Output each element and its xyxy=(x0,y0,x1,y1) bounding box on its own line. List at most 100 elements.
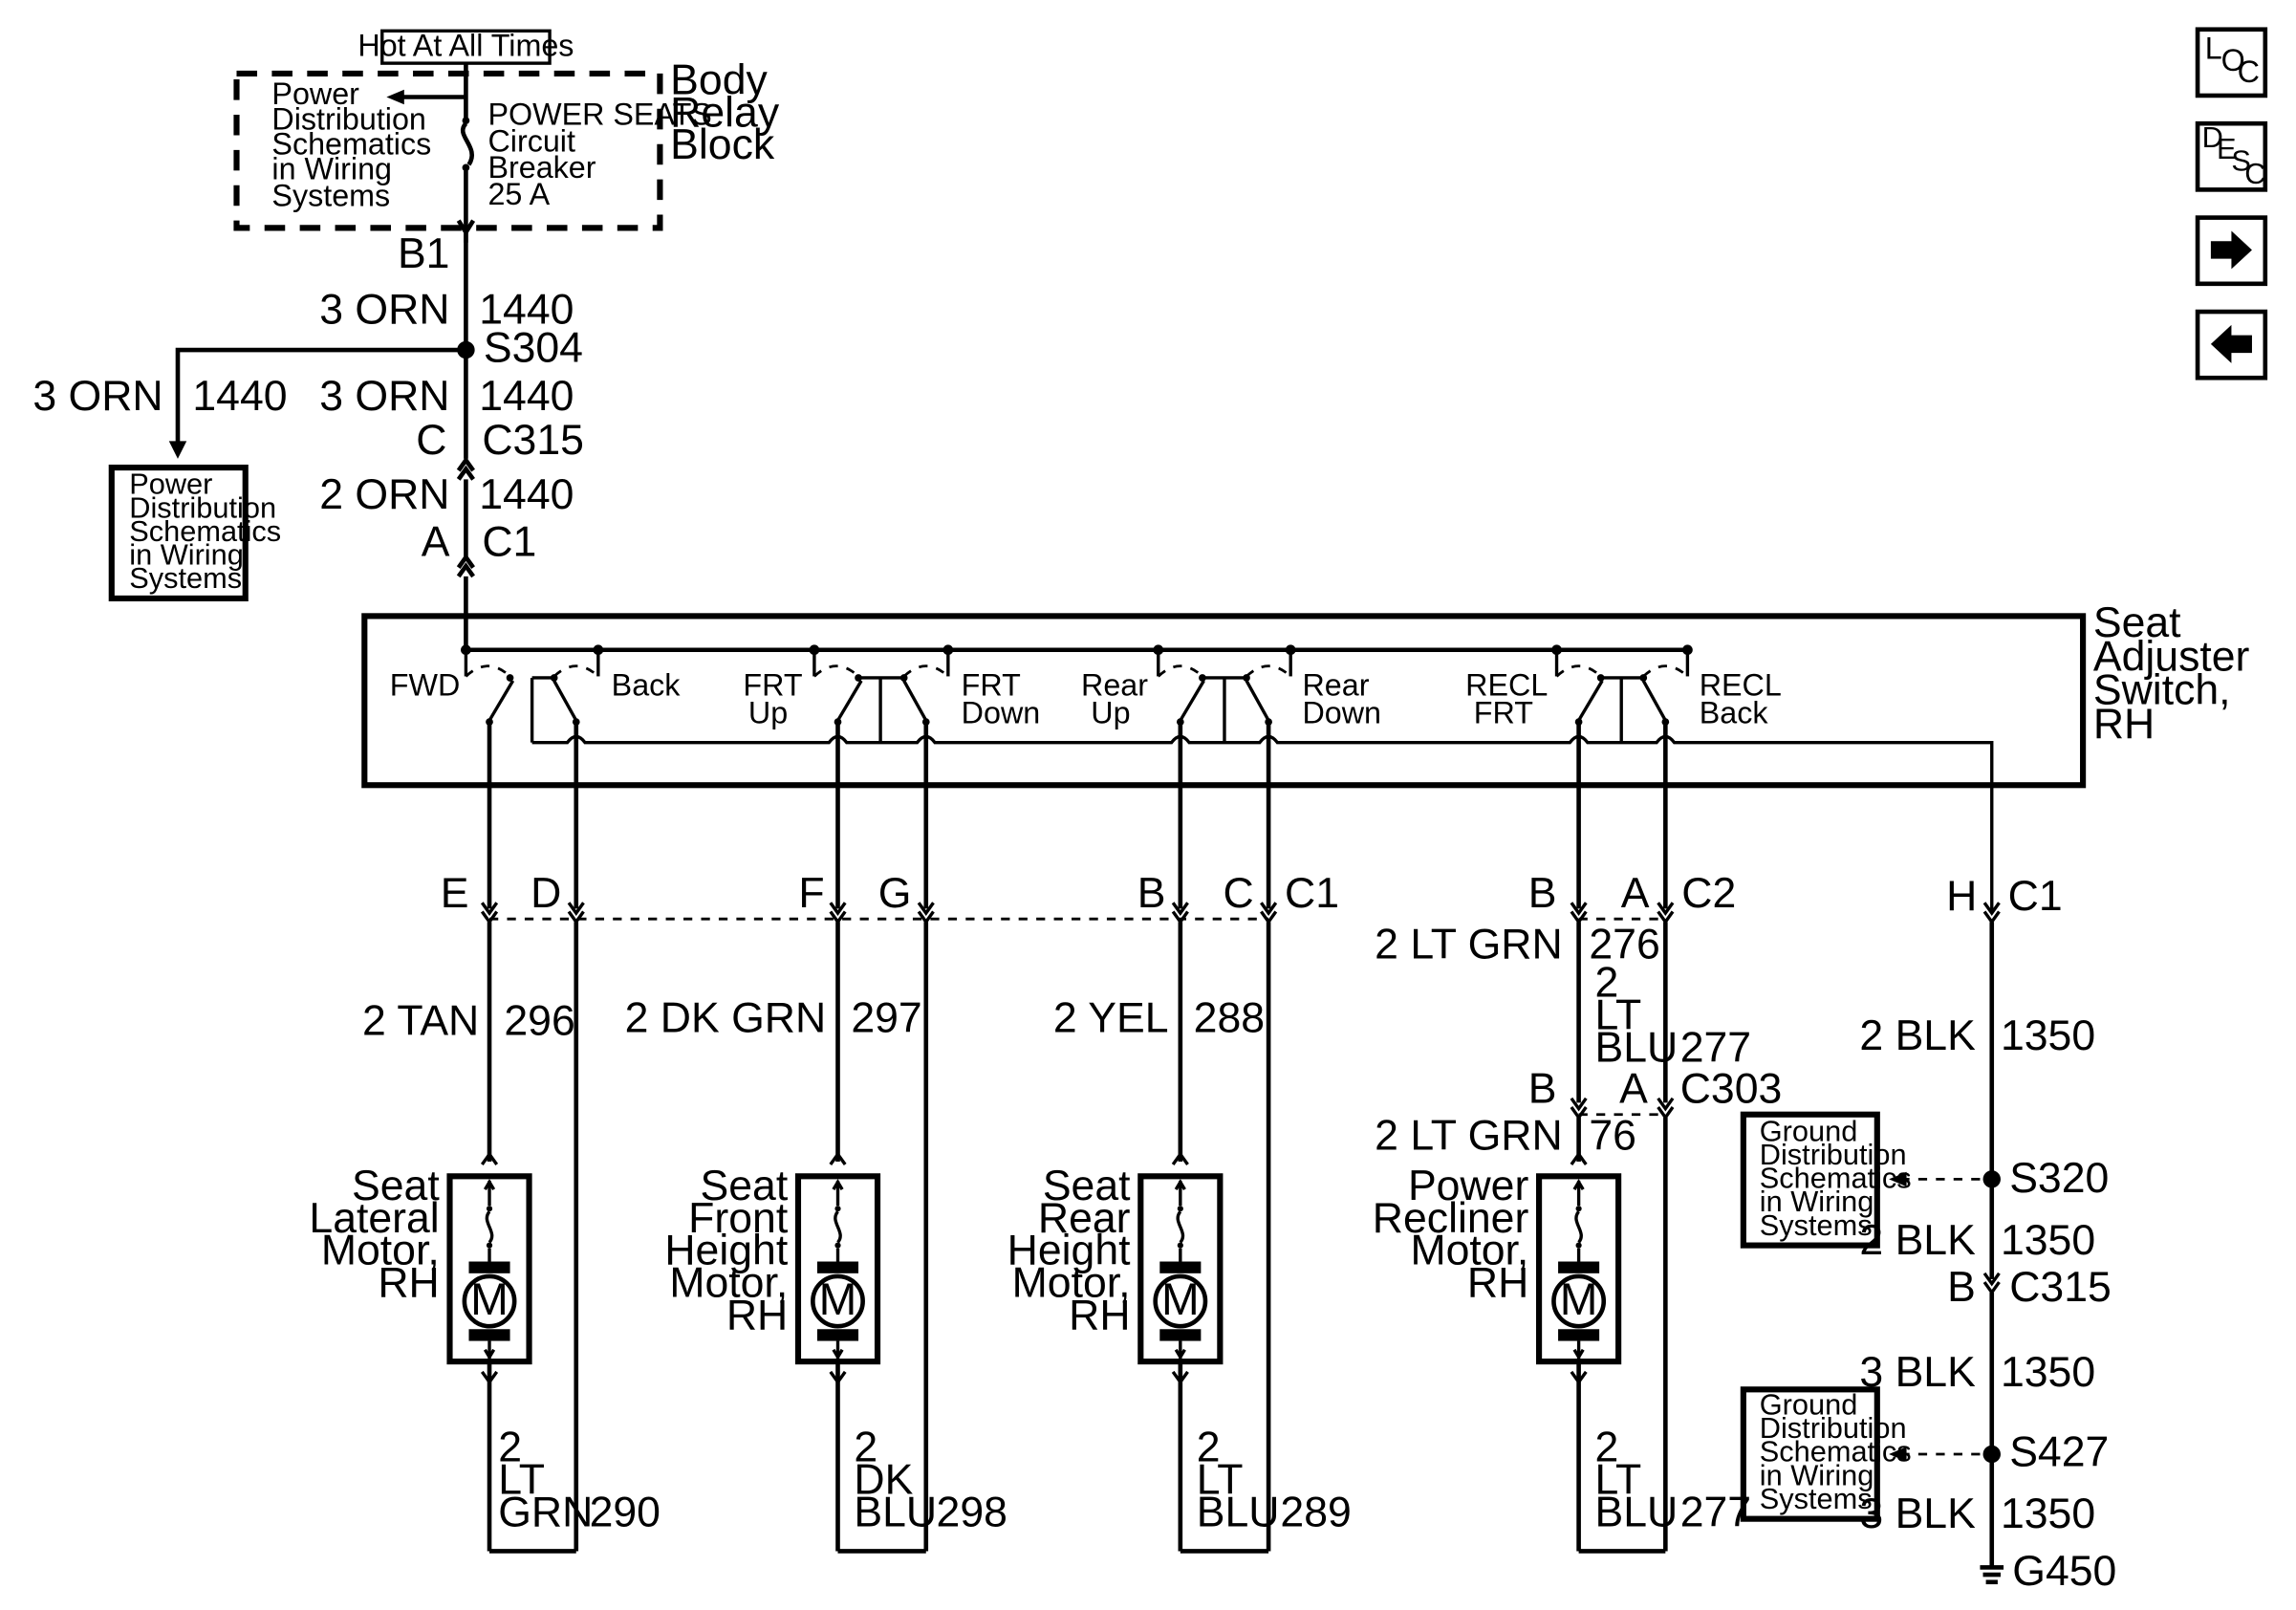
svg-text:LT: LT xyxy=(1595,1457,1642,1504)
svg-text:M: M xyxy=(819,1274,857,1325)
svg-text:Height: Height xyxy=(1007,1228,1131,1274)
splice-s427 xyxy=(1982,1445,2001,1464)
desc-button[interactable]: D E S C xyxy=(2195,120,2268,192)
svg-text:L: L xyxy=(2205,32,2222,66)
wire-size: 2 TAN xyxy=(362,998,479,1045)
svg-text:Lateral: Lateral xyxy=(309,1195,439,1242)
svg-text:Systems: Systems xyxy=(271,178,390,212)
splice-s320-label: S320 xyxy=(2009,1155,2109,1202)
svg-text:GRN: GRN xyxy=(498,1489,593,1535)
svg-text:BLU: BLU xyxy=(1595,1024,1679,1071)
pin-c: C xyxy=(1224,870,1254,917)
splice-s320 xyxy=(1982,1170,2001,1188)
branch-circuit-number: 1440 xyxy=(192,373,287,420)
pin-b: B xyxy=(1947,1264,1976,1311)
svg-text:Up: Up xyxy=(1091,696,1130,730)
circuit-breaker-symbol xyxy=(456,117,476,243)
connector-c1-label: C1 xyxy=(1285,870,1339,917)
svg-text:DK: DK xyxy=(854,1457,913,1504)
splice-s304-label: S304 xyxy=(484,324,583,371)
svg-text:Schematics: Schematics xyxy=(271,126,431,161)
circuit-number: 1350 xyxy=(2001,1217,2095,1264)
switch-label-recl-frt: RECL xyxy=(1465,667,1548,702)
pin-a: A xyxy=(1621,870,1650,917)
svg-text:C: C xyxy=(2244,157,2265,190)
wire-size: 3 ORN xyxy=(319,373,449,420)
switch-label-fwd: FWD xyxy=(390,667,460,702)
svg-text:M: M xyxy=(1161,1274,1200,1325)
circuit-number: 1440 xyxy=(479,471,574,518)
branch-wire-1440 xyxy=(175,347,466,449)
connector-c1: C1 xyxy=(482,518,536,565)
connector-c1-symbol xyxy=(456,553,475,578)
pin-b1: B1 xyxy=(398,230,450,277)
switch-section-rear-height xyxy=(1157,649,1292,743)
svg-text:E: E xyxy=(2217,132,2237,165)
svg-text:Relay: Relay xyxy=(670,89,780,136)
wire-size: 2 YEL xyxy=(1053,995,1169,1042)
ground-distribution-note-box-2 xyxy=(1740,1386,1880,1522)
svg-text:298: 298 xyxy=(937,1489,1007,1535)
seat-lateral-motor-label: Seat Lateral Motor, RH xyxy=(309,1163,440,1307)
svg-text:Height: Height xyxy=(664,1228,788,1274)
switch-ground-bus xyxy=(531,734,1994,912)
next-button[interactable] xyxy=(2195,215,2268,287)
svg-text:Down: Down xyxy=(1302,696,1381,730)
circuit-number: 297 xyxy=(851,995,921,1042)
return-wire-277-label: 2 LT BLU 277 xyxy=(1595,1425,1752,1536)
loc-button[interactable]: L O C xyxy=(2195,27,2268,98)
circuit-number: 1440 xyxy=(479,373,574,420)
svg-text:Systems: Systems xyxy=(129,561,242,595)
circuit-number: 1350 xyxy=(2001,1012,2095,1059)
wire-size: 2 LT GRN xyxy=(1375,922,1563,968)
svg-text:Rear: Rear xyxy=(1038,1195,1131,1242)
wire-size-277: 2 LT BLU xyxy=(1595,960,1679,1072)
body-relay-block-outline xyxy=(233,70,663,231)
svg-text:Power: Power xyxy=(1408,1163,1529,1209)
switch-section-recliner xyxy=(1554,649,1690,743)
branch-wire-size: 3 ORN xyxy=(32,373,162,420)
svg-text:D: D xyxy=(2202,120,2223,154)
svg-text:Power: Power xyxy=(129,468,212,501)
svg-text:Back: Back xyxy=(1700,696,1769,730)
svg-text:Systems: Systems xyxy=(1760,1482,1873,1515)
svg-text:in Wiring: in Wiring xyxy=(129,538,244,572)
switch-label-rear-down: Rear xyxy=(1302,667,1369,702)
svg-text:LT: LT xyxy=(1595,992,1642,1039)
body-relay-block-label: Body Relay Block xyxy=(670,56,780,168)
svg-text:25 A: 25 A xyxy=(487,177,550,211)
connector-c2-label: C2 xyxy=(1681,870,1736,917)
pin-d: D xyxy=(531,870,561,917)
svg-text:Schematics: Schematics xyxy=(1760,1162,1912,1195)
svg-text:Block: Block xyxy=(670,121,775,168)
connector-c303: C303 xyxy=(1680,1065,1783,1112)
svg-text:Front: Front xyxy=(688,1195,789,1242)
pin-c: C xyxy=(416,417,446,464)
svg-text:Down: Down xyxy=(962,696,1041,730)
svg-text:Distribution: Distribution xyxy=(1760,1411,1907,1445)
pin-f: F xyxy=(798,870,824,917)
svg-text:RH: RH xyxy=(1069,1292,1130,1338)
connector-c315: C315 xyxy=(2009,1264,2112,1311)
svg-text:Systems: Systems xyxy=(1760,1208,1873,1242)
switch-label-recl-back: RECL xyxy=(1700,667,1782,702)
back-button[interactable] xyxy=(2195,309,2268,381)
return-wire-298-label: 2 DK BLU 298 xyxy=(854,1425,1007,1536)
svg-text:2: 2 xyxy=(854,1425,877,1471)
switch-section-front-height xyxy=(812,649,950,743)
svg-text:BLU: BLU xyxy=(854,1489,937,1535)
power-distribution-note-top: Power Distribution Schematics in Wiring … xyxy=(271,76,431,212)
svg-text:Switch,: Switch, xyxy=(2093,667,2231,714)
svg-text:Up: Up xyxy=(748,696,788,730)
svg-text:290: 290 xyxy=(590,1489,661,1535)
hot-label-box: Hot At All Times xyxy=(357,28,574,65)
pin-a: A xyxy=(1619,1065,1648,1112)
hot-label: Hot At All Times xyxy=(357,28,574,62)
power-distribution-note-box xyxy=(108,464,249,602)
ground-distribution-note-2: Ground Distribution Schematics in Wiring… xyxy=(1760,1387,1912,1514)
svg-text:Seat: Seat xyxy=(2093,599,2181,646)
svg-text:O: O xyxy=(2221,43,2245,77)
seat-adjuster-switch-label: Seat Adjuster Switch, RH xyxy=(2093,599,2250,748)
svg-text:277: 277 xyxy=(1680,1489,1751,1535)
